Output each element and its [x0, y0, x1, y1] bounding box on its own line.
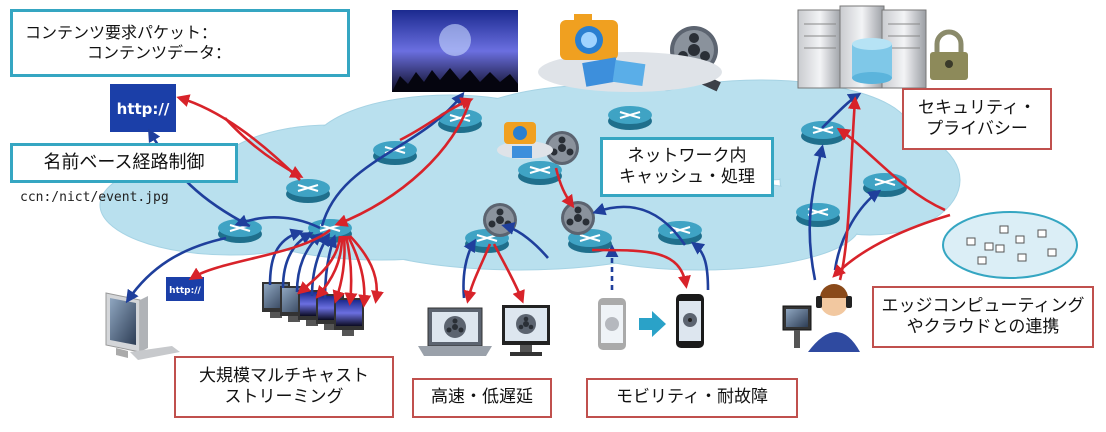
router-icon	[863, 173, 907, 197]
legend-box: コンテンツ要求パケット： コンテンツデータ：	[10, 9, 350, 77]
in-network-cache-line1: ネットワーク内	[627, 145, 747, 166]
lock-icon	[930, 29, 968, 80]
multicast-line1: 大規模マルチキャスト	[199, 365, 369, 386]
handover-arrow-icon	[639, 311, 666, 337]
edge-cloud-line1: エッジコンピューティング	[881, 295, 1085, 316]
in-network-cache-box: ネットワーク内 キャッシュ・処理	[600, 137, 774, 197]
legend-data-label: コンテンツデータ：	[87, 43, 232, 62]
router-icon	[608, 106, 652, 130]
operator-person-icon	[782, 284, 860, 352]
security-box: セキュリティ・ プライバシー	[902, 88, 1052, 150]
http-banner-large: http://	[110, 84, 176, 132]
monitor-icon	[502, 305, 550, 356]
film-reel-icon	[561, 201, 595, 235]
desktop-pc-icon	[105, 292, 180, 360]
laptop-icon	[418, 307, 492, 356]
in-network-cache-line2: キャッシュ・処理	[619, 167, 755, 187]
router-icon	[658, 221, 702, 245]
fast-low-latency-label: 高速・低遅延	[431, 387, 533, 408]
mobility-box: モビリティ・耐故障	[586, 378, 798, 418]
edge-cloud-box: エッジコンピューティング やクラウドとの連携	[872, 286, 1094, 348]
legend-request-label: コンテンツ要求パケット：	[25, 23, 218, 42]
smartphone-icon	[676, 294, 704, 348]
router-icon	[796, 203, 840, 227]
http-banner-small: http://	[166, 277, 204, 301]
security-line2: プライバシー	[926, 119, 1028, 139]
name-routing-box: 名前ベース経路制御	[10, 143, 238, 183]
name-routing-label: 名前ベース経路制御	[43, 151, 205, 173]
multicast-box: 大規模マルチキャスト ストリーミング	[174, 356, 394, 418]
legend-data-row: コンテンツデータ：	[25, 43, 231, 63]
svg-text:http://: http://	[117, 100, 170, 118]
camera-photos-small-icon	[497, 122, 553, 159]
router-icon	[218, 219, 262, 243]
concert-image	[392, 10, 518, 92]
svg-text:http://: http://	[169, 286, 201, 296]
sensor-cloud	[942, 211, 1078, 279]
fast-low-latency-box: 高速・低遅延	[412, 378, 552, 418]
security-line1: セキュリティ・	[918, 97, 1036, 118]
router-icon	[373, 141, 417, 165]
router-icon	[286, 179, 330, 203]
routers	[218, 106, 907, 253]
content-name-example: ccn:/nict/event.jpg	[20, 190, 169, 205]
edge-cloud-line2: やクラウドとの連携	[906, 317, 1060, 337]
data-arrows	[176, 94, 951, 308]
multicast-line2: ストリーミング	[224, 387, 344, 407]
router-icon	[801, 121, 845, 145]
legend-request-row: コンテンツ要求パケット：	[25, 23, 217, 43]
mobility-label: モビリティ・耐故障	[616, 387, 768, 408]
router-icon	[518, 161, 562, 185]
film-reel-icon	[483, 203, 517, 237]
smartphone-faded-icon	[598, 298, 626, 350]
camera-photos-icon	[538, 14, 722, 92]
database-icon	[852, 38, 892, 84]
